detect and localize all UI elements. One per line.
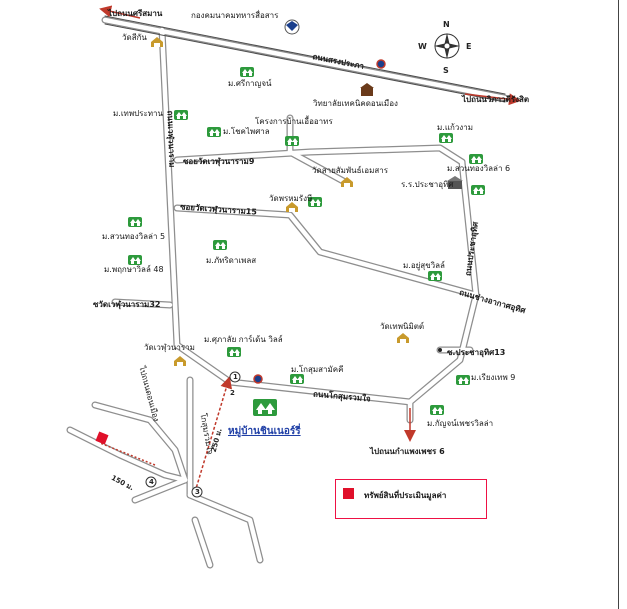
place-wat-phrom-rangsi: วัดพรหมรังษี [269,194,313,203]
compass-w: W [418,42,427,51]
place-wat-wetchuwanaram: วัดเวฬุวนาราม [144,343,195,352]
place-m-suanthong-6: ม.สวนทองวิลล่า 6 [447,164,511,173]
marker-2: 2 [230,389,235,397]
direction-to-srisaman: ไปถนนศรีสมาน [108,9,163,18]
place-wat-sikan: วัดสีกัน [122,33,147,42]
compass-n: N [443,20,450,29]
place-m-kaew-ngam: ม.แก้วงาม [437,123,473,132]
marker-4: 4 [149,478,154,486]
place-m-supalai: ม.ศุภาลัย การ์เด้น วิลล์ [204,335,283,344]
place-m-phatthra-place: ม.ภัทริดาเพลส [206,256,257,265]
place-m-srikanjana: ม.ศรีกาญจน์ [228,79,272,88]
road-network [66,15,509,569]
place-wat-saisamphan: วัดสายสัมพันธ์เอมสาร [312,166,389,175]
direction-to-wiphawadi: ไปถนนวิภาวดีรังสิต [462,95,530,104]
featured-village: หมู่บ้านชินเนอร์รี่ [228,426,301,437]
map-icons [128,19,485,498]
frame-border [618,0,619,609]
compass-e: E [466,42,472,51]
place-m-suanthong-5: ม.สวนทองวิลล่า 5 [102,232,166,241]
place-m-riangthep-9: ม.เรียงเทพ 9 [471,373,516,382]
place-signal-dept: กองคมนาคมทหารสื่อสาร [191,11,279,20]
legend-box: ทรัพย์สินที่ประเมินมูลค่า [335,479,487,519]
road-soi-32: ซวัดเวฬุวนาราม32 [93,300,161,309]
place-m-thepprathan: ม.เทพประทาน [113,109,164,118]
place-donmueang-tech: วิทยาลัยเทคนิคดอนเมือง [313,99,398,108]
place-wat-theph-nimit: วัดเทพนิมิตต์ [380,322,425,331]
property-marker [95,431,109,445]
place-ban-ua-athon: โครงการบ้านเอื้ออาทร [255,117,333,126]
place-m-kanyaphet: ม.กัญจน์เพชรวิลล่า [427,419,494,428]
legend-property-label: ทรัพย์สินที่ประเมินมูลค่า [364,491,447,500]
place-m-chokphaisan: ม.โชคไพศาล [223,127,270,136]
legend-property-swatch [343,488,354,499]
direction-to-kamphaeng-phet: ไปถนนกำแพงเพชร 6 [370,447,445,456]
road-soi-9: ซอยวัดเวฬุวนาราม9 [183,157,255,166]
place-rr-prachauthit: ร.ร.ประชาอุทิศ [401,180,454,189]
place-m-yusuk: ม.อยู่สุขวิลล์ [403,261,445,270]
place-m-phruksa-48: ม.พฤกษาวิลล์ 48 [104,265,164,274]
place-m-khosum-sami: ม.โกสุมสามัคคี [291,365,344,374]
marker-1: 1 [233,373,238,381]
road-prachauthit13: ซ.ประชาอุทิศ13 [447,348,506,357]
compass-s: S [443,66,449,75]
road-left-vertical: ถนนเวฬุวนาราม [165,110,177,168]
marker-3: 3 [195,488,200,496]
direction-arrows [99,5,521,493]
